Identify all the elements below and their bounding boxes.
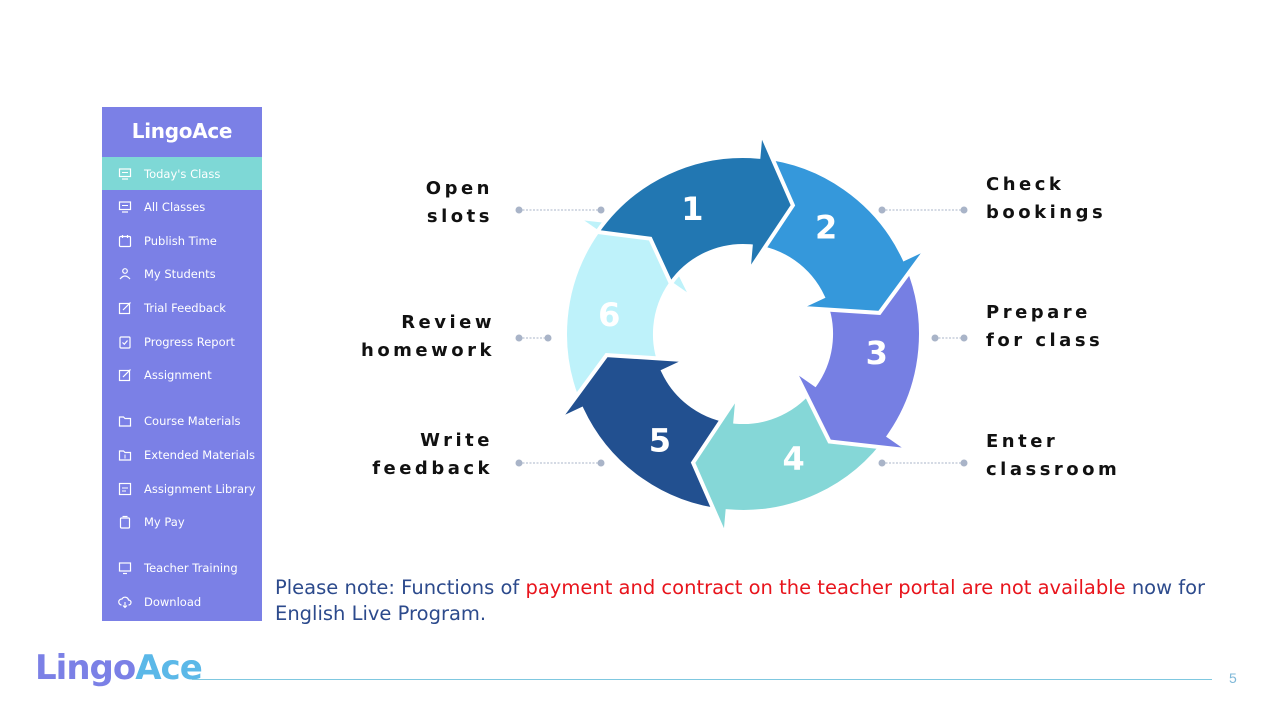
connector-dot [597,459,605,467]
sidebar-item-label: Download [144,594,202,609]
cycle-arrow-2 [747,154,929,315]
step-label-6: Review homework [361,312,495,361]
sidebar-item-label: Course Materials [144,413,241,428]
folder-icon [118,415,132,427]
footer-logo-ace: Ace [135,648,203,688]
cycle-arrow-6 [563,215,694,414]
step-number-5: 5 [649,421,671,459]
sidebar-item-label: Publish Time [144,233,217,248]
sidebar-logo: LingoAce [131,119,233,143]
clipboard-icon [119,335,131,349]
page-number: 5 [1229,670,1237,686]
step-number-2: 2 [815,209,837,247]
cycle-arrow-1 [593,130,796,288]
monitor-icon [118,167,132,180]
step-number-4: 4 [782,440,804,478]
program-note: Please note: Functions of payment and co… [275,575,1225,627]
sidebar-item-label: Assignment [144,367,212,382]
step-label-2: Check bookings [986,174,1107,223]
sidebar-item-my-students[interactable]: My Students [102,257,262,290]
connector-dot [960,334,968,342]
cycle-arrow-3 [792,254,923,453]
footer-logo-lingo: Lingo [35,648,136,688]
sidebar-item-todays-class[interactable]: Today's Class [102,157,262,190]
connector-dot [931,334,939,342]
footer-logo: LingoAce [35,648,203,688]
sidebar-item-assignment[interactable]: Assignment [102,358,262,391]
step-number-6: 6 [598,296,620,334]
sidebar-item-assignment-library[interactable]: Assignment Library [102,472,262,505]
sidebar-item-trial-feedback[interactable]: Trial Feedback [102,291,262,324]
sidebar-item-course-materials[interactable]: Course Materials [102,404,262,437]
library-icon [118,482,132,495]
sidebar-item-label: My Pay [144,514,185,529]
pay-icon [119,515,131,529]
label-connectors [515,206,968,467]
sidebar-item-publish-time[interactable]: Publish Time [102,224,262,257]
connector-dot [597,206,605,214]
sidebar-item-progress-report[interactable]: Progress Report [102,325,262,358]
connector-dot [544,334,552,342]
connector-dot [878,206,886,214]
connector-dot [878,459,886,467]
edit-icon [118,301,131,314]
edit-icon [118,368,131,381]
sidebar-item-label: Progress Report [144,334,235,349]
sidebar-item-label: All Classes [144,199,206,214]
note-text-1: Please note: Functions of [275,576,526,599]
sidebar: LingoAce Today's Class All Classes Publi… [102,107,262,621]
sidebar-item-label: Teacher Training [144,560,238,575]
step-label-3: Prepare for class [986,302,1104,351]
sidebar-item-teacher-training[interactable]: Teacher Training [102,551,262,584]
note-text-highlight: payment and contract on the teacher port… [525,576,1126,599]
sidebar-item-label: Extended Materials [144,447,255,462]
folder-icon [118,449,132,461]
sidebar-item-my-pay[interactable]: My Pay [102,505,262,538]
cycle-arrow-5 [557,353,739,514]
sidebar-item-label: Today's Class [144,166,221,181]
step-number-1: 1 [681,190,703,228]
download-icon [118,596,132,608]
step-label-1: Open slots [425,178,493,227]
cycle-arrow-4 [690,380,893,538]
sidebar-item-label: Trial Feedback [144,300,226,315]
training-icon [118,561,132,574]
sidebar-item-label: My Students [144,266,216,281]
step-label-5: Write feedback [372,430,493,479]
connector-dot [515,334,523,342]
cycle-segments [557,130,929,538]
connector-dot [515,459,523,467]
sidebar-item-label: Assignment Library [144,481,256,496]
calendar-icon [118,234,132,247]
note-text-2: now for English Live Program. [275,576,1206,625]
cycle-numbers: 1 2 3 4 5 6 [598,190,888,478]
sidebar-item-download[interactable]: Download [102,585,262,618]
students-icon [119,267,131,279]
connector-dot [515,206,523,214]
connector-dot [960,206,968,214]
step-number-3: 3 [866,334,888,372]
monitor-icon [118,200,132,213]
sidebar-item-extended-materials[interactable]: Extended Materials [102,438,262,471]
step-label-4: Enter classroom [986,431,1121,480]
sidebar-item-all-classes[interactable]: All Classes [102,190,262,223]
footer-divider [192,679,1212,680]
connector-dot [960,459,968,467]
